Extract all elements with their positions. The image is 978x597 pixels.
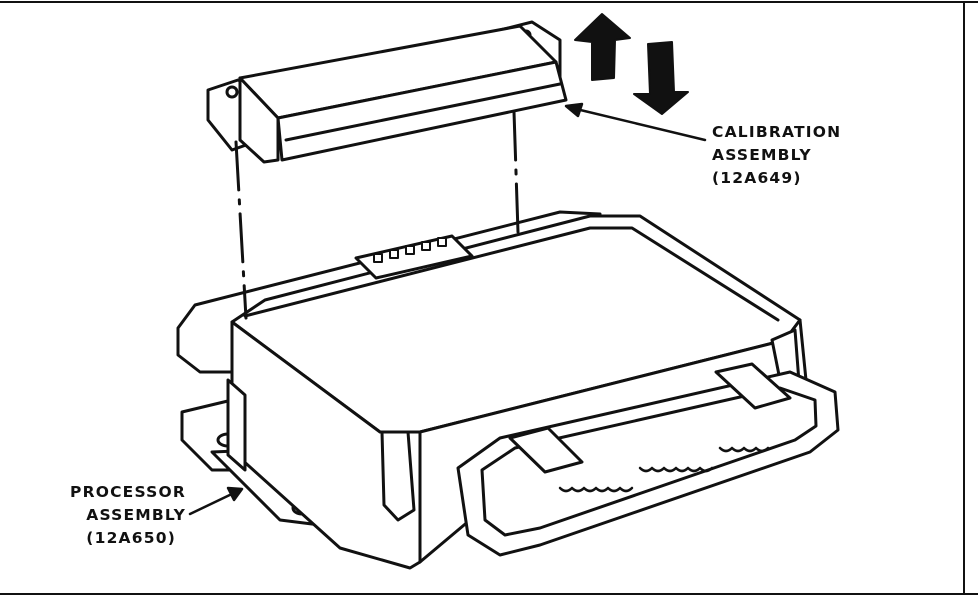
main-connector-inner [480, 386, 818, 537]
calibration-leader-head [564, 102, 584, 118]
processor-label-part: (12A650) [86, 529, 176, 547]
leader-lines [188, 102, 707, 516]
front-corner-pillar [380, 430, 416, 522]
calibration-leader [570, 106, 707, 142]
processor-label-line2: ASSEMBLY [86, 506, 186, 524]
calibration-assembly-label: CALIBRATION ASSEMBLY (12A649) [712, 121, 841, 190]
down-arrow-icon [633, 41, 689, 115]
calibration-label-part: (12A649) [712, 169, 802, 187]
processor-assembly [176, 210, 840, 570]
processor-leader [188, 490, 238, 516]
front-left-pillar [226, 378, 247, 472]
processor-assembly-label: PROCESSOR ASSEMBLY (12A650) [40, 481, 186, 550]
processor-top-edge [243, 226, 780, 322]
calibration-label-line2: ASSEMBLY [712, 146, 812, 164]
connector-lock-tab-left [508, 426, 584, 474]
processor-leader-head [226, 486, 244, 502]
calibration-front-face [238, 76, 280, 164]
right-alignment-line [512, 110, 520, 234]
up-arrow-icon [574, 13, 631, 81]
calibration-label-line1: CALIBRATION [712, 123, 842, 141]
calibration-screw-hole [225, 85, 239, 99]
calibration-assembly [206, 20, 568, 164]
socket-pins [373, 237, 447, 263]
calibration-side-ridge [284, 82, 562, 142]
left-alignment-line [234, 140, 248, 320]
connector-teeth [558, 446, 770, 493]
alignment-guides [234, 110, 520, 320]
connector-lock-tab-right [714, 362, 792, 410]
processor-label-line1: PROCESSOR [70, 483, 186, 501]
